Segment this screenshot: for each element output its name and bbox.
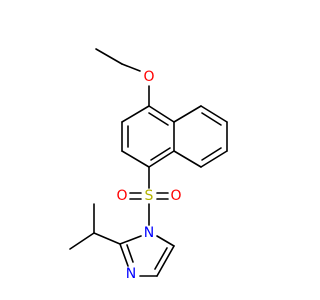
bond-c4-c5-inner	[154, 247, 168, 270]
bond-ethyl-c-o	[121, 63, 141, 72]
sulfonyl-oxygen-right-label: O	[170, 188, 181, 204]
bond-c2-n3-inner	[126, 244, 134, 263]
bond-c5-n1	[156, 235, 175, 247]
bond-ring-b-4	[200, 150, 228, 168]
bond-ch-me1	[69, 232, 95, 250]
bond-ring-a-6	[148, 105, 175, 123]
molecule-structure: O S O O N N	[69, 48, 228, 282]
bond-ring-a-4	[148, 150, 175, 168]
bond-ring-b-5	[173, 150, 202, 168]
bond-c4-c5	[156, 245, 175, 277]
imidazole-nitrogen-1-label: N	[144, 225, 154, 241]
bond-ring-a-3	[121, 150, 150, 168]
bond-ring-b-1	[173, 105, 202, 123]
bond-ring-a-1	[121, 105, 150, 123]
bond-n1-c2	[119, 235, 142, 245]
bond-ethyl-c-c	[95, 48, 123, 65]
bond-ring-a-4-inner	[150, 147, 171, 161]
structure-canvas: O S O O N N	[69, 48, 228, 282]
bond-ring-a-6-inner	[148, 112, 169, 126]
bond-ring-b-2-inner	[201, 112, 222, 126]
sulfur-label: S	[145, 188, 154, 204]
imidazole-nitrogen-3-label: N	[126, 266, 136, 282]
bond-c2-ch	[93, 232, 121, 245]
bond-ring-b-4-inner	[201, 147, 222, 161]
bond-c2-n3	[119, 243, 129, 267]
bond-ring-b-2	[200, 105, 228, 123]
oxygen-ether-label: O	[143, 69, 154, 85]
sulfonyl-oxygen-left-label: O	[116, 188, 127, 204]
